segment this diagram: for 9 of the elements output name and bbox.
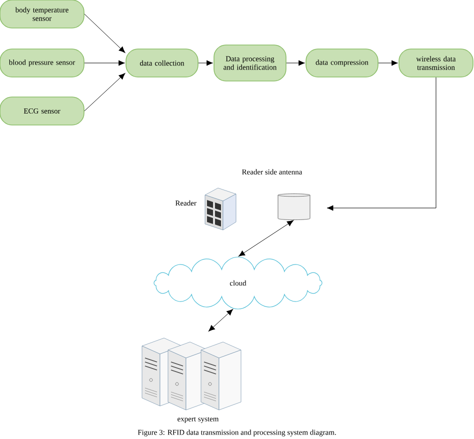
arrow <box>198 60 213 66</box>
arrow <box>84 60 125 66</box>
arrow <box>208 309 234 332</box>
arrow <box>326 77 436 211</box>
arrow <box>286 60 305 66</box>
arrow <box>84 14 126 53</box>
arrow <box>84 73 126 112</box>
arrow <box>378 60 398 66</box>
arrow <box>238 220 294 256</box>
